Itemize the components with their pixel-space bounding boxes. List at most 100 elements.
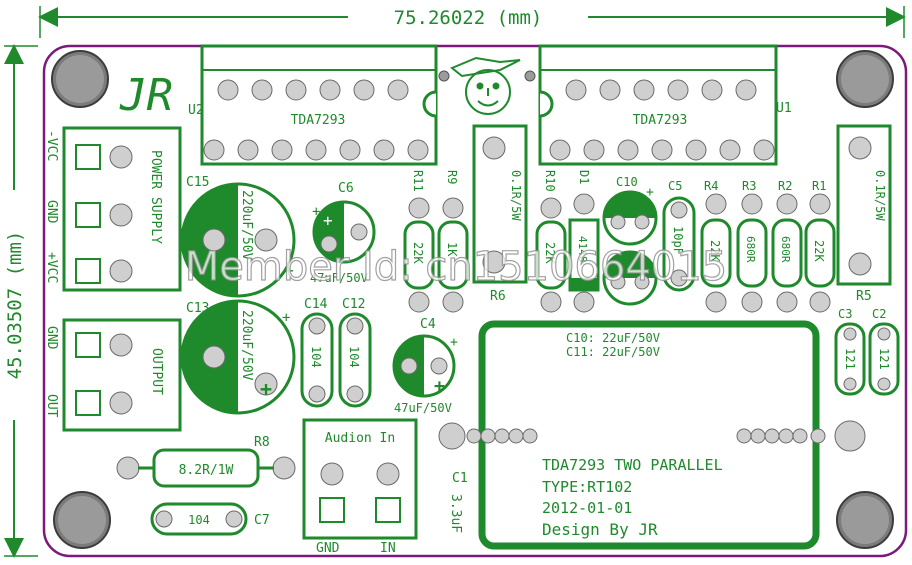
c3-capacitor: 121 — [834, 322, 866, 396]
r1-ref: R1 — [812, 179, 826, 193]
u1-part: TDA7293 — [633, 113, 688, 128]
svg-text:+: + — [260, 377, 272, 401]
r4-value: 22K — [708, 240, 722, 262]
c1-pad-row-left — [438, 422, 538, 450]
c10-note: C10: 22uF/50V — [566, 331, 660, 345]
pin-label: GND — [44, 326, 59, 350]
c11-note: C11: 22uF/50V — [566, 345, 660, 359]
r6-value: 0.1R/5W — [509, 170, 523, 221]
pin-label: OUT — [44, 394, 59, 418]
c12-value: 104 — [347, 346, 361, 368]
c6-ref: C6 — [338, 181, 354, 196]
audio-in-title: Audion In — [325, 431, 395, 446]
r8-value: 8.2R/1W — [179, 463, 234, 478]
r2-resistor: 680R — [771, 193, 803, 313]
r9-value: 1K — [445, 242, 459, 257]
logo-dot — [438, 70, 450, 82]
power-supply-title: POWER SUPPLY — [148, 150, 163, 244]
c14-value: 104 — [309, 346, 323, 368]
u2-pins — [203, 79, 429, 161]
c5-capacitor: 10pF — [662, 196, 696, 292]
c13-value: 220uF/50V — [239, 310, 254, 381]
r3-resistor: 680R — [736, 193, 768, 313]
c5-ref: C5 — [668, 179, 682, 193]
c3-ref: C3 — [838, 307, 852, 321]
svg-text:+: + — [312, 204, 320, 220]
width-dimension: 75.26022 (mm) — [38, 6, 906, 38]
u1-pins — [549, 79, 775, 161]
logo-dot — [524, 70, 536, 82]
c13-capacitor: 220uF/50V + + — [180, 299, 296, 415]
c12-capacitor: 104 — [338, 312, 372, 408]
c1-value: 3.3uF — [448, 494, 463, 533]
u2-ref: U2 — [188, 103, 204, 118]
r8-ref: R8 — [254, 435, 270, 450]
c4-value: 47uF/50V — [394, 401, 452, 415]
c7-ref: C7 — [254, 513, 270, 528]
c4-capacitor: + + — [392, 334, 458, 398]
board-type: TYPE:RT102 — [542, 478, 632, 496]
c15-value: 220uF/50V — [239, 190, 254, 261]
jr-logo: JR — [119, 70, 173, 121]
r4-resistor: 22K — [700, 193, 732, 313]
r9-ref: R9 — [445, 170, 459, 184]
r5-value: 0.1R/5W — [873, 170, 887, 221]
c3-value: 121 — [843, 348, 857, 370]
u1-ic: TDA7293 — [538, 44, 778, 166]
mounting-holes — [51, 50, 894, 549]
d1-ref: D1 — [577, 170, 591, 184]
u1-ref: U1 — [776, 101, 792, 116]
r5-resistor: 0.1R/5W — [836, 124, 892, 286]
r8-resistor: 8.2R/1W — [116, 448, 296, 488]
c7-value: 104 — [188, 513, 210, 527]
r10-value: 22K — [543, 242, 557, 264]
c15-capacitor: 220uF/50V + — [180, 182, 296, 298]
svg-text:+: + — [282, 310, 290, 326]
c2-capacitor: 121 — [868, 322, 900, 396]
board-date: 2012-01-01 — [542, 499, 632, 517]
c6-value: 47uF/50V — [310, 271, 368, 285]
c6-capacitor: + + — [312, 200, 376, 264]
r1-resistor: 22K — [804, 193, 836, 313]
r5-ref: R5 — [856, 289, 872, 304]
r10-resistor: 22K — [535, 197, 567, 313]
c14-capacitor: 104 — [300, 312, 334, 408]
width-label: 75.26022 (mm) — [394, 7, 543, 29]
pin-label: GND — [44, 200, 59, 224]
r3-value: 680R — [744, 236, 757, 263]
u2-part: TDA7293 — [291, 113, 346, 128]
c1-capacitor-box: C10: 22uF/50V C11: 22uF/50V TDA7293 TWO … — [438, 320, 866, 550]
c10-ref: C10 — [616, 175, 638, 189]
svg-text:+: + — [284, 261, 294, 280]
r2-value: 680R — [779, 236, 792, 263]
r10-ref: R10 — [543, 170, 557, 192]
svg-text:+: + — [646, 185, 654, 200]
c1-ref: C1 — [452, 471, 468, 486]
pin-label: GND — [316, 541, 340, 556]
c14-ref: C14 — [304, 297, 328, 312]
c4-ref: C4 — [420, 317, 436, 332]
r9-resistor: 1K — [437, 197, 469, 313]
board-designer: Design By JR — [542, 520, 658, 539]
d1-diode: 4148 — [568, 193, 600, 313]
output-connector: OUTPUT — [62, 318, 182, 432]
board-title: TDA7293 TWO PARALLEL — [542, 456, 723, 474]
r6-ref: R6 — [490, 289, 506, 304]
c13-ref: C13 — [186, 301, 209, 316]
c2-ref: C2 — [872, 307, 886, 321]
d1-value: 4148 — [576, 236, 589, 263]
r6-resistor: 0.1R/5W — [472, 124, 528, 284]
c12-ref: C12 — [342, 297, 365, 312]
height-dimension: 45.03507 (mm) — [3, 44, 38, 558]
c1-pad-row-right — [736, 420, 866, 452]
c5-value: 10pF — [671, 226, 685, 255]
watermark-text: Member Id: cn1510664015 — [185, 244, 727, 290]
c15-ref: C15 — [186, 175, 209, 190]
svg-text:+: + — [450, 335, 458, 350]
r3-ref: R3 — [742, 179, 756, 193]
output-title: OUTPUT — [149, 348, 164, 395]
r1-value: 22K — [812, 240, 826, 262]
pin-label: IN — [380, 541, 396, 556]
c10-capacitor: + — [602, 185, 658, 246]
